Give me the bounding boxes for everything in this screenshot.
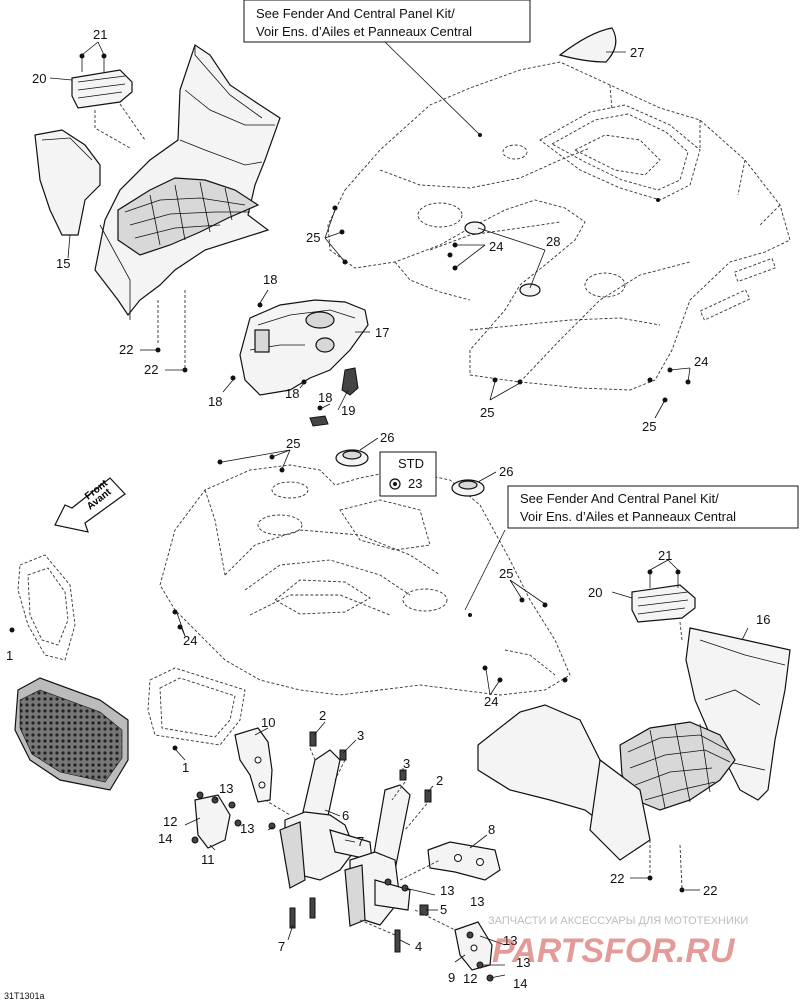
label-27: 27	[630, 45, 644, 60]
part-8-bracket	[427, 841, 501, 881]
label-28: 28	[546, 234, 560, 249]
watermark: ЗАПЧАСТИ И АКСЕССУАРЫ ДЛЯ МОТОТЕХНИКИ PA…	[488, 915, 748, 970]
callout-kit-top: See Fender And Central Panel Kit/ Voir E…	[243, 0, 531, 43]
label-20-b: 20	[588, 585, 602, 600]
std-box: STD	[379, 451, 437, 497]
callout-kit-bottom: See Fender And Central Panel Kit/ Voir E…	[507, 485, 799, 529]
figure-code: 31T1301a	[4, 991, 45, 1001]
fasteners-24-top	[447, 242, 691, 385]
label-19: 19	[341, 403, 355, 418]
label-14-b: 14	[513, 976, 527, 991]
watermark-logo: PARTSFOR.RU	[492, 932, 736, 970]
label-2-a: 2	[319, 708, 326, 723]
front-footrest-assembly	[34, 41, 281, 373]
label-9: 9	[448, 970, 455, 985]
part-number-labels: 21 20 15 22 22 18 17 18 18 18 19 25 27 2…	[6, 27, 770, 991]
label-23: 23	[408, 476, 422, 491]
front-direction-arrow: Front Avant	[54, 477, 126, 533]
label-17: 17	[375, 325, 389, 340]
label-25-b: 25	[480, 405, 494, 420]
label-24-b: 24	[694, 354, 708, 369]
part-grille-mesh	[14, 677, 129, 791]
label-1-a: 1	[6, 648, 13, 663]
watermark-caption: ЗАПЧАСТИ И АКСЕССУАРЫ ДЛЯ МОТОТЕХНИКИ	[488, 915, 748, 927]
label-13-d: 13	[470, 894, 484, 909]
part-17-bracket	[222, 289, 370, 427]
label-13-e: 13	[503, 933, 517, 948]
label-18-c: 18	[285, 386, 299, 401]
label-13-b: 13	[240, 821, 254, 836]
label-8: 8	[488, 822, 495, 837]
label-25-c: 25	[642, 419, 656, 434]
part-20-bracket-rear	[631, 584, 696, 623]
label-20-a: 20	[32, 71, 46, 86]
callout-kit-top-line1: See Fender And Central Panel Kit/	[256, 6, 455, 21]
part-10-bracket	[234, 727, 273, 803]
rear-footrest-assembly	[477, 559, 791, 893]
label-12-a: 12	[163, 814, 177, 829]
part-27-cover	[558, 27, 626, 63]
bumper-bracket-assembly	[184, 721, 506, 982]
label-22-c: 22	[610, 871, 624, 886]
label-3-a: 3	[357, 728, 364, 743]
label-3-b: 3	[403, 756, 410, 771]
label-22-b: 22	[144, 362, 158, 377]
label-25-a: 25	[306, 230, 320, 245]
label-13-f: 13	[516, 955, 530, 970]
label-2-b: 2	[436, 773, 443, 788]
label-10: 10	[261, 715, 275, 730]
label-7-b: 7	[278, 939, 285, 954]
label-26-a: 26	[380, 430, 394, 445]
rear-fender-assembly	[324, 41, 791, 419]
std-label: STD	[398, 456, 424, 471]
label-24-c: 24	[183, 633, 197, 648]
label-16: 16	[756, 612, 770, 627]
part-1-lower-panel	[147, 667, 246, 761]
label-12-b: 12	[463, 971, 477, 986]
label-11: 11	[201, 852, 215, 867]
label-21-a: 21	[93, 27, 107, 42]
label-6: 6	[342, 808, 349, 823]
callout-kit-top-line2: Voir Ens. d’Ailes et Panneaux Central	[256, 24, 472, 39]
label-24-a: 24	[489, 239, 503, 254]
label-15: 15	[56, 256, 70, 271]
label-24-d: 24	[484, 694, 498, 709]
label-7-a: 7	[357, 834, 364, 849]
label-18-b: 18	[208, 394, 222, 409]
label-14-a: 14	[158, 831, 172, 846]
label-25-e: 25	[499, 566, 513, 581]
label-13-c: 13	[440, 883, 454, 898]
part-26-caps	[335, 437, 497, 497]
plug-28-a	[464, 221, 486, 235]
central-panel-assembly	[159, 449, 571, 696]
label-22-d: 22	[703, 883, 717, 898]
part-15-mudflap	[34, 129, 101, 236]
label-13-a: 13	[219, 781, 233, 796]
label-4: 4	[415, 939, 422, 954]
plug-28-b	[519, 283, 541, 297]
part-1-grille-frame	[9, 554, 76, 661]
label-22-a: 22	[119, 342, 133, 357]
label-26-b: 26	[499, 464, 513, 479]
callout-kit-bottom-line1: See Fender And Central Panel Kit/	[520, 491, 719, 506]
label-21-b: 21	[658, 548, 672, 563]
part-11-bracket	[194, 794, 231, 849]
label-18-a: 18	[263, 272, 277, 287]
part-16-mudguard	[685, 627, 791, 801]
callout-kit-bottom-line2: Voir Ens. d’Ailes et Panneaux Central	[520, 509, 736, 524]
label-5: 5	[440, 902, 447, 917]
label-1-b: 1	[182, 760, 189, 775]
part-20-bracket	[71, 69, 133, 109]
label-18-d: 18	[318, 390, 332, 405]
label-25-d: 25	[286, 436, 300, 451]
